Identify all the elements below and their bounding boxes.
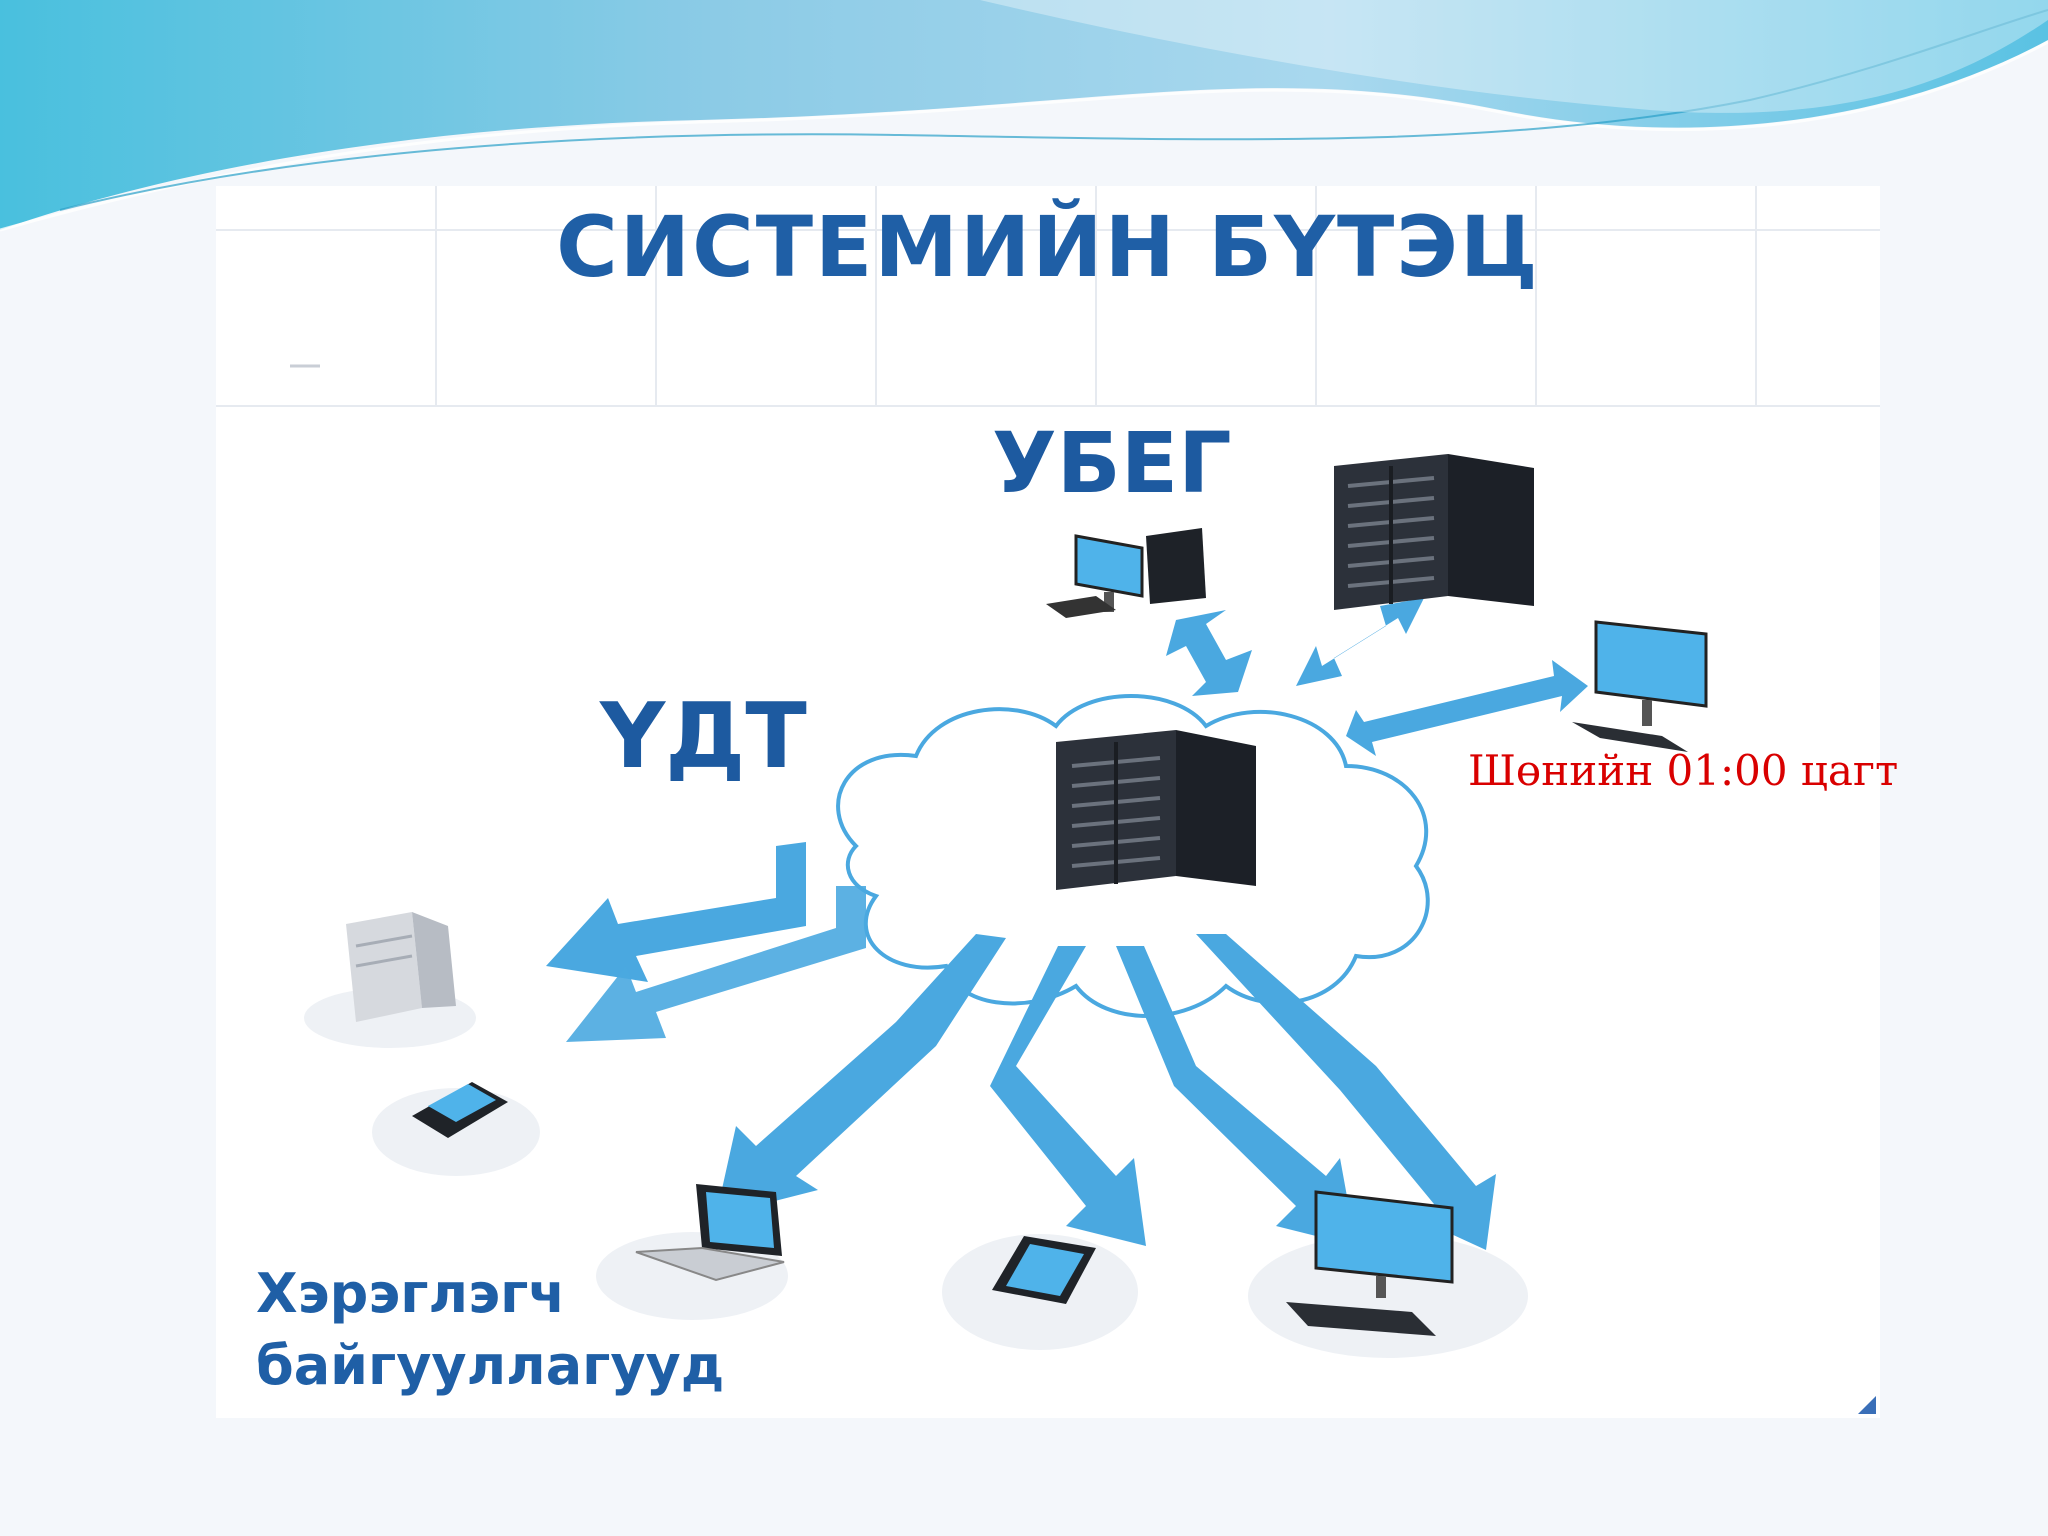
user-desktop-icon [1248,1190,1528,1358]
ubeg-link-arrows [1166,598,1588,756]
ubeg-monitor-icon [1572,620,1708,752]
udt-server-rack-icon [1056,730,1256,890]
schedule-note: Шөнийн 01:00 цагт [1468,746,1899,795]
ubeg-label: УБЕГ [992,414,1232,512]
udt-label: ҮДТ [600,684,807,789]
ubeg-server-rack-icon [1334,454,1534,610]
ubeg-desktop-icon [1046,528,1206,618]
system-structure-diagram: СИСТЕМИЙН БҮТЭЦ УБЕГ ҮДТ Хэрэглэгч байгу… [216,186,1880,1418]
user-link-arrows [546,842,1496,1250]
background-grid [216,186,1880,407]
users-label-line2: байгууллагууд [256,1334,725,1397]
header-wave [0,0,2048,232]
slide-title: СИСТЕМИЙН БҮТЭЦ [556,198,1540,296]
users-label-line1: Хэрэглэгч [256,1262,566,1325]
user-touch-phone-icon [942,1234,1138,1350]
corner-triangle-icon [1858,1396,1876,1414]
user-smartphone-icon [372,1082,540,1176]
diagram-graphics [216,186,1880,1358]
user-laptop-icon [596,1184,788,1320]
user-organizations-label: Хэрэглэгч байгууллагууд [256,1258,724,1402]
user-server-icon [304,912,476,1048]
